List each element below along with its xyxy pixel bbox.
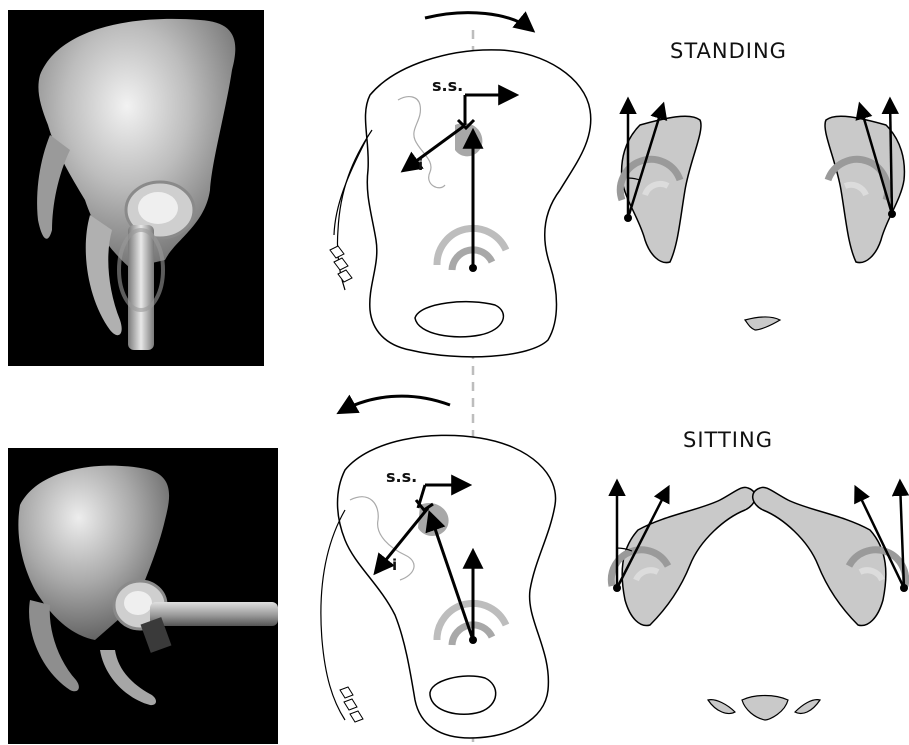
standing-pelvis-drawing: s.s. i	[330, 13, 591, 357]
sitting-stem	[150, 602, 278, 626]
sitting-ss-label: s.s.	[386, 467, 417, 486]
standing-i-label: i	[418, 156, 423, 174]
sitting-axial-view: SITTING	[611, 428, 908, 720]
sitting-photo	[8, 448, 278, 744]
standing-ss-label: s.s.	[432, 76, 463, 95]
sitting-i-label: i	[392, 556, 397, 574]
sitting-rotation-arrow	[340, 396, 450, 412]
sitting-pelvis-drawing: s.s. i	[321, 396, 556, 738]
standing-photo	[8, 10, 264, 366]
sitting-title: SITTING	[683, 428, 773, 452]
standing-rotation-arrow	[425, 13, 532, 30]
standing-axial-view: STANDING	[620, 39, 904, 330]
standing-stem	[128, 225, 154, 350]
standing-title: STANDING	[670, 39, 787, 63]
